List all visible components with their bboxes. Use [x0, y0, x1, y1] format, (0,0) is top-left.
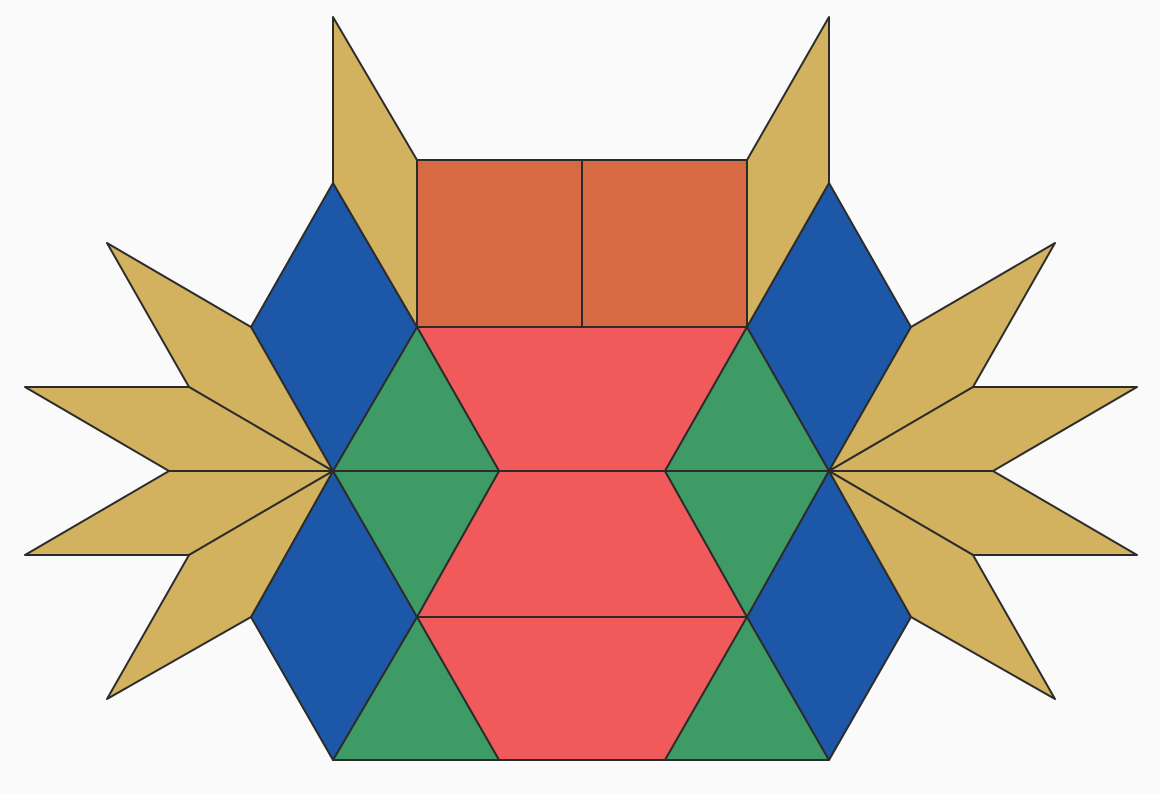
orange-squares-group — [416, 159, 748, 328]
green-triangles-group — [332, 326, 830, 761]
tan-fan-left-group — [24, 242, 334, 700]
orange-square-left — [416, 159, 583, 328]
red-trapezoids-group — [416, 326, 748, 761]
tan-rhombus-fan-right-4 — [828, 470, 1056, 700]
tan-rhombus-ear-left — [332, 16, 418, 328]
tan-fan-right-group — [828, 242, 1138, 700]
tan-ears-group — [332, 16, 830, 328]
tan-rhombus-fan-left-4 — [106, 470, 334, 700]
tan-rhombus-ear-right — [746, 16, 830, 328]
orange-square-right — [581, 159, 748, 328]
